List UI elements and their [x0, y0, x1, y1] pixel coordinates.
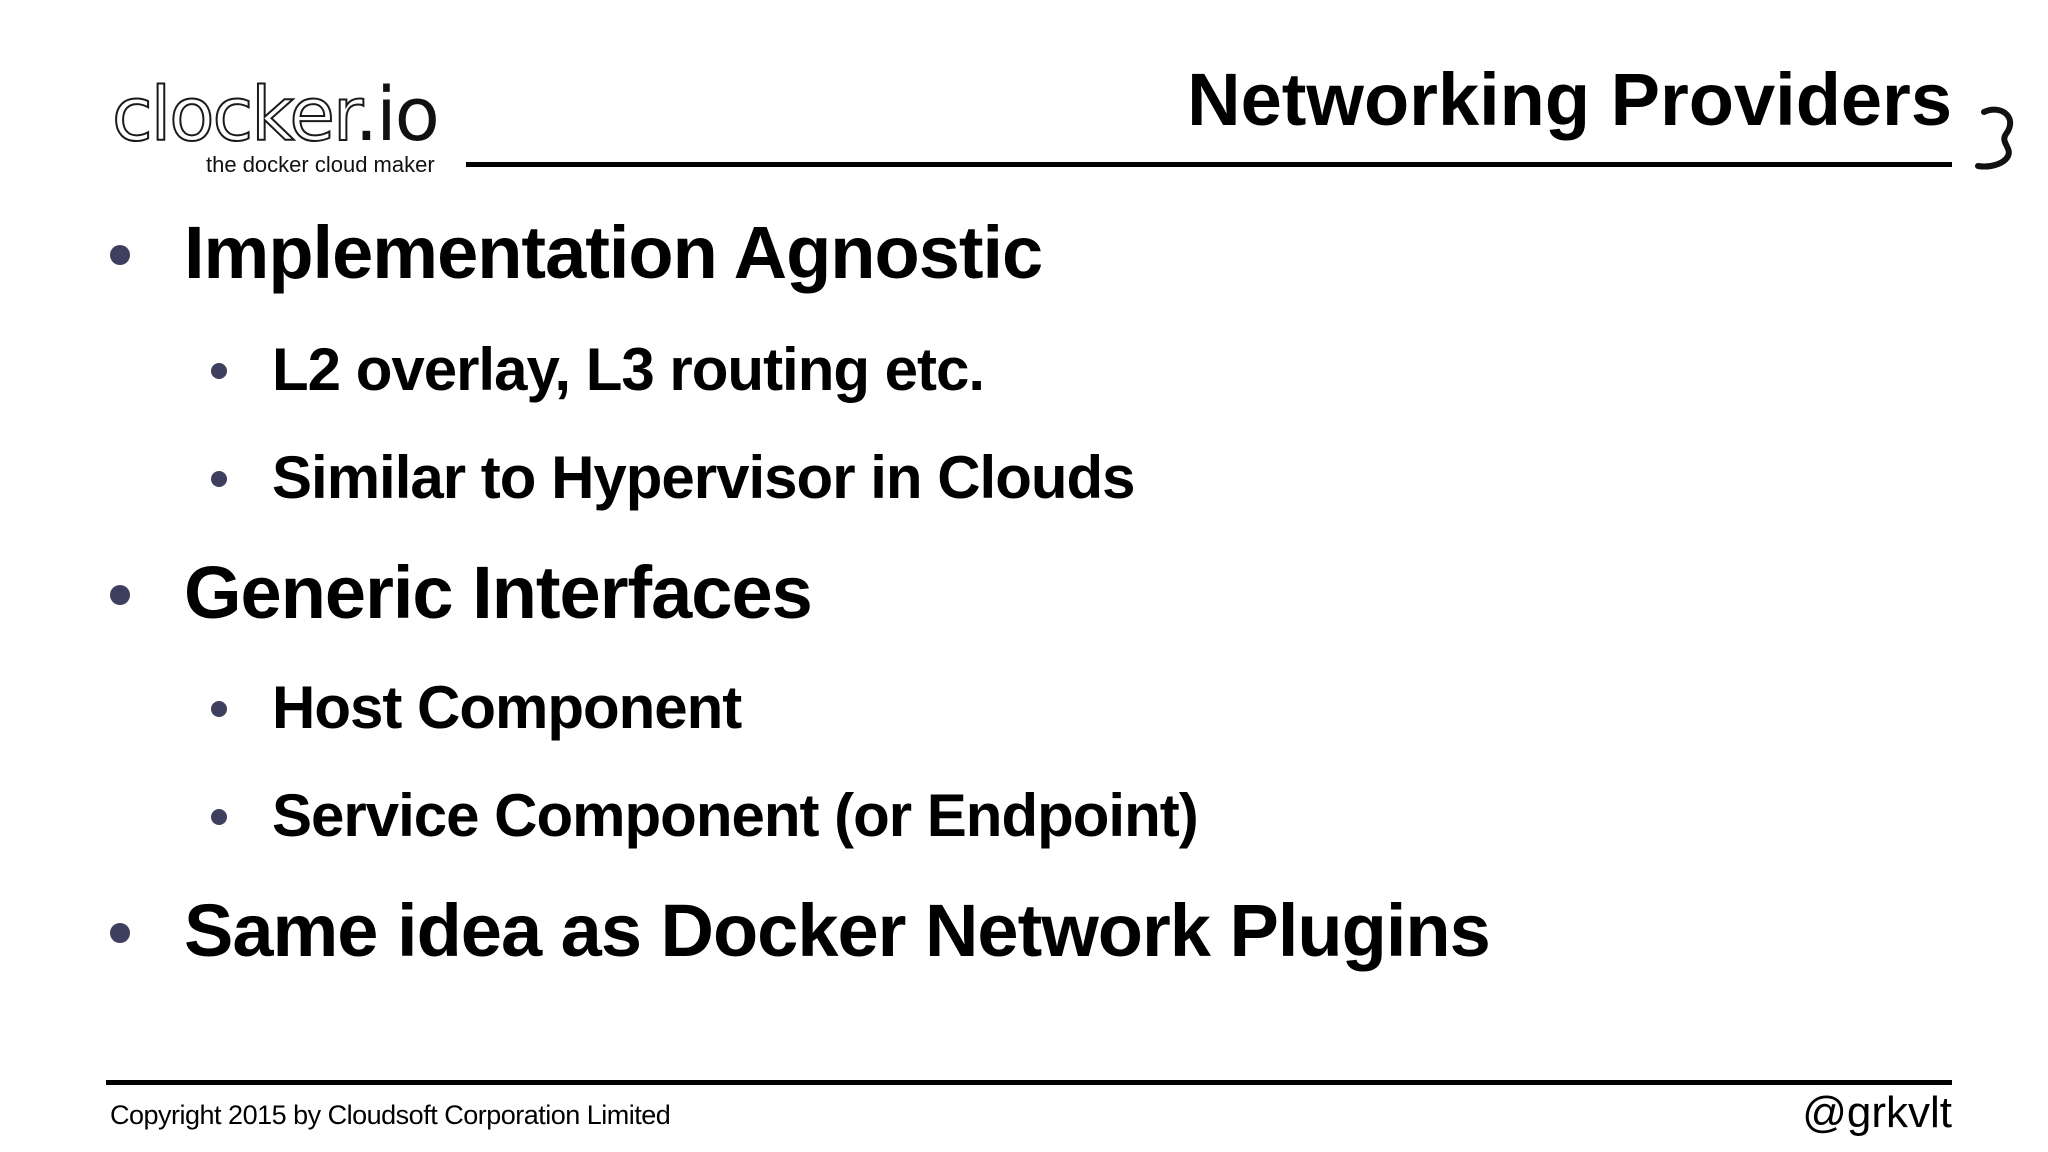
footer-divider: [106, 1080, 1952, 1085]
bullet-dot: [110, 923, 130, 943]
bullet-text: Same idea as Docker Network Plugins: [184, 889, 1491, 972]
sub-bullet-item: Host Component: [211, 670, 742, 746]
bullet-text: Similar to Hypervisor in Clouds: [272, 444, 1136, 511]
title-divider: [466, 162, 1952, 167]
bullet-dot: [211, 363, 227, 379]
sub-bullet-item: Service Component (or Endpoint): [211, 778, 1199, 854]
logo-tagline: the docker cloud maker: [206, 152, 435, 177]
bullet-dot: [110, 245, 130, 265]
bullet-text: Implementation Agnostic: [184, 211, 1043, 294]
author-handle: @grkvlt: [1802, 1088, 1952, 1137]
sub-bullet-item: L2 overlay, L3 routing etc.: [211, 332, 985, 408]
bullet-text: Host Component: [272, 674, 742, 741]
bullet-dot: [110, 585, 130, 605]
logo-tld: .io: [354, 72, 440, 158]
bullet-item: Generic Interfaces: [110, 548, 813, 638]
bullet-item: Implementation Agnostic: [110, 208, 1043, 298]
bullet-text: L2 overlay, L3 routing etc.: [272, 336, 985, 403]
logo-wordmark: clocker: [111, 71, 358, 159]
bullet-dot: [211, 471, 227, 487]
sub-bullet-item: Similar to Hypervisor in Clouds: [211, 440, 1136, 516]
clocker-logo: clocker.io the docker cloud maker: [111, 71, 452, 182]
bullet-text: Service Component (or Endpoint): [272, 782, 1199, 849]
bullet-text: Generic Interfaces: [184, 551, 813, 634]
swirl-icon: [1975, 106, 2014, 170]
copyright-text: Copyright 2015 by Cloudsoft Corporation …: [110, 1100, 671, 1130]
slide-title: Networking Providers: [1187, 58, 1952, 141]
bullet-item: Same idea as Docker Network Plugins: [110, 886, 1491, 976]
bullet-list: Implementation Agnostic L2 overlay, L3 r…: [110, 208, 1491, 976]
bullet-dot: [211, 809, 227, 825]
bullet-dot: [211, 701, 227, 717]
